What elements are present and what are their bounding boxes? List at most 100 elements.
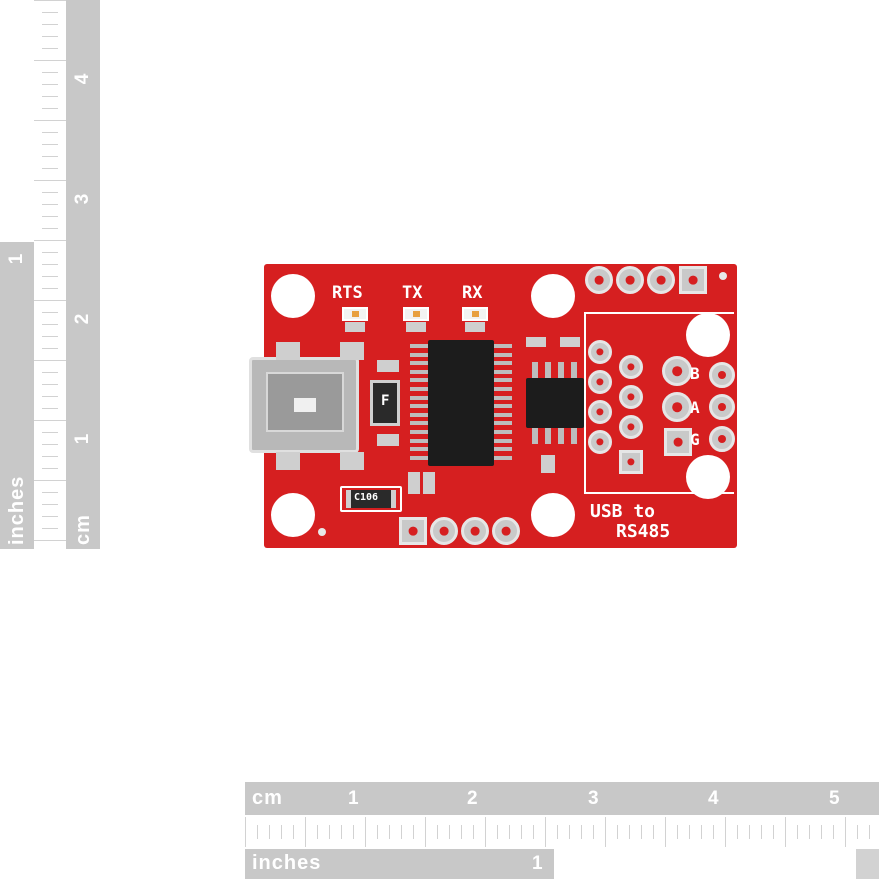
chip-pin <box>410 361 428 366</box>
ruler-tick <box>42 324 58 325</box>
ruler-cm-number: 4 <box>72 73 93 85</box>
ruler-tick <box>42 348 58 349</box>
mounting-hole <box>686 313 730 357</box>
terminal-pad <box>662 392 692 422</box>
chip-pin <box>410 455 428 460</box>
ruler-tick <box>521 825 522 839</box>
ruler-tick <box>809 825 810 839</box>
ruler-tick <box>437 825 438 839</box>
ruler-tick <box>42 492 58 493</box>
ruler-tick <box>34 240 66 241</box>
capacitor: C106 <box>346 490 396 508</box>
mounting-hole <box>531 274 575 318</box>
ruler-tick <box>497 825 498 839</box>
ruler-tick <box>42 216 58 217</box>
ruler-tick <box>377 825 378 839</box>
ruler-tick <box>42 396 58 397</box>
chip-pin <box>410 404 428 409</box>
chip-pin <box>410 378 428 383</box>
ruler-tick <box>34 300 66 301</box>
chip-pin <box>410 412 428 417</box>
chip-pin <box>558 428 564 444</box>
ruler-tick <box>42 384 58 385</box>
ruler-tick <box>42 432 58 433</box>
ruler-tick <box>34 60 66 61</box>
ruler-tick <box>42 204 58 205</box>
fuse: F <box>370 380 400 426</box>
ruler-tick <box>617 825 618 839</box>
ruler-tick <box>845 817 846 847</box>
ruler-tick <box>34 180 66 181</box>
ruler-tick <box>545 817 546 847</box>
header-pad <box>616 266 644 294</box>
ruler-tick <box>42 48 58 49</box>
header-pad <box>585 266 613 294</box>
chip-pin <box>558 362 564 378</box>
ruler-cm-number: 2 <box>467 788 478 809</box>
usb-pad <box>276 342 300 360</box>
resistor <box>345 322 365 332</box>
ruler-tick <box>293 825 294 839</box>
chip-pin <box>571 428 577 444</box>
ruler-tick <box>42 264 58 265</box>
ruler-tick <box>34 540 66 541</box>
ruler-tick <box>485 817 486 847</box>
chip-pin <box>494 395 512 400</box>
ruler-tick <box>42 228 58 229</box>
ruler-tick <box>473 825 474 839</box>
chip-pin <box>410 369 428 374</box>
chip-pin <box>532 362 538 378</box>
mounting-hole <box>271 493 315 537</box>
ruler-tick <box>833 825 834 839</box>
ruler-tick <box>42 36 58 37</box>
ruler-tick <box>425 817 426 847</box>
ruler-tick <box>42 12 58 13</box>
smd-part <box>560 337 580 347</box>
vertical-ruler-cm-strip <box>66 0 100 549</box>
ruler-unit-cm: cm <box>72 514 94 545</box>
ruler-tick <box>42 468 58 469</box>
header-pad-square <box>679 266 707 294</box>
ruler-tick <box>665 817 666 847</box>
chip-pin <box>410 421 428 426</box>
ruler-tick <box>42 336 58 337</box>
led-label-tx: TX <box>402 283 423 303</box>
chip-pin <box>532 428 538 444</box>
chip-pin <box>410 395 428 400</box>
ruler-tick <box>785 817 786 847</box>
ruler-tick <box>689 825 690 839</box>
ruler-tick <box>42 456 58 457</box>
mounting-hole <box>531 493 575 537</box>
chip-pin <box>494 369 512 374</box>
smd-part <box>408 472 420 494</box>
ruler-tick <box>605 817 606 847</box>
horizontal-ruler-ticks <box>245 815 879 849</box>
chip-pin <box>494 344 512 348</box>
usb-pad <box>340 452 364 470</box>
ruler-tick <box>461 825 462 839</box>
led-label-rts: RTS <box>332 283 363 303</box>
db9-pad-square <box>619 450 643 474</box>
chip-pin <box>410 430 428 434</box>
pin-label-g: G <box>690 430 700 449</box>
ruler-tick <box>341 825 342 839</box>
chip-pin <box>494 378 512 383</box>
ruler-cm-number: 3 <box>588 788 599 809</box>
header-pad <box>461 517 489 545</box>
ruler-tick <box>821 825 822 839</box>
chip-pin <box>545 428 551 444</box>
terminal-pad <box>662 356 692 386</box>
horizontal-ruler-inch-strip <box>245 849 554 879</box>
pin-label-a: A <box>690 398 700 417</box>
chip-pin <box>571 362 577 378</box>
ruler-tick <box>305 817 306 847</box>
chip-pin <box>410 344 428 348</box>
chip-pin <box>494 387 512 391</box>
header-pad <box>647 266 675 294</box>
terminal-pad <box>709 426 735 452</box>
ruler-tick <box>42 84 58 85</box>
ruler-tick <box>42 96 58 97</box>
chip-pin <box>494 404 512 409</box>
smd-part <box>526 337 546 347</box>
ruler-tick <box>42 156 58 157</box>
